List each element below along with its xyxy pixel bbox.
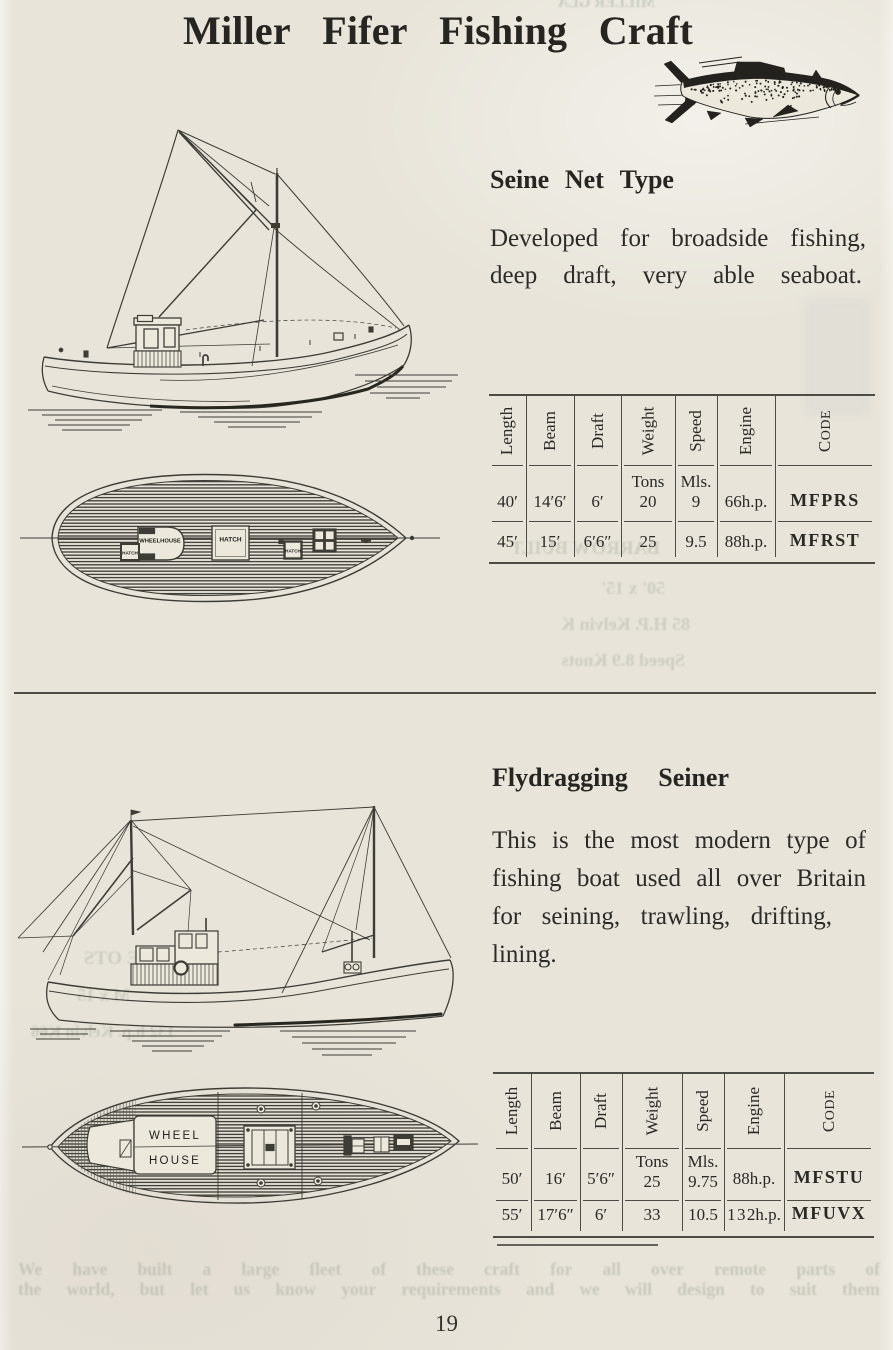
svg-text:WHEELHOUSE: WHEELHOUSE	[139, 539, 181, 545]
svg-text:HATCH: HATCH	[122, 551, 138, 556]
svg-text:WHEEL: WHEEL	[149, 1130, 201, 1142]
svg-text:HOUSE: HOUSE	[149, 1155, 201, 1167]
svg-text:HATCH: HATCH	[219, 537, 242, 544]
svg-text:HATCH: HATCH	[285, 549, 301, 554]
